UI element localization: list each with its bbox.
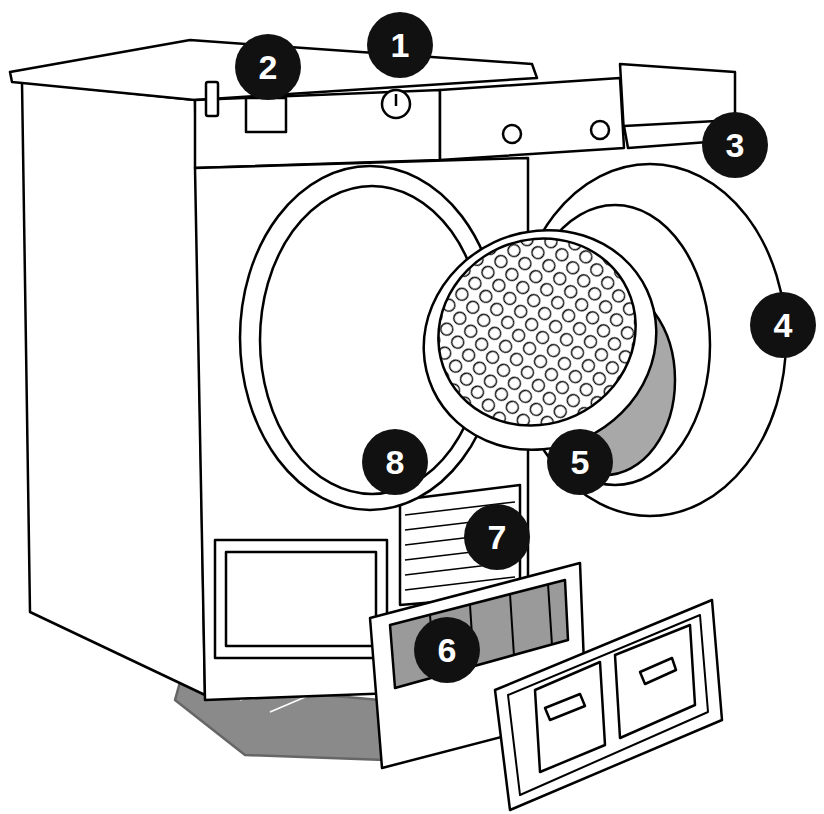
callout-circles bbox=[235, 12, 816, 683]
callout-circle bbox=[750, 292, 816, 358]
lower-vent-inner bbox=[226, 552, 376, 646]
knob-marker bbox=[395, 94, 398, 106]
tank-fitting bbox=[591, 121, 609, 139]
callout-number: 7 bbox=[488, 520, 507, 554]
lint-filter bbox=[407, 206, 666, 457]
callout-circle bbox=[464, 504, 530, 570]
dryer-body bbox=[10, 40, 786, 810]
callout-circle bbox=[362, 429, 428, 495]
callout-number: 1 bbox=[391, 28, 410, 62]
callout-circle bbox=[547, 429, 613, 495]
callout-number: 8 bbox=[386, 445, 405, 479]
program-knob bbox=[382, 90, 410, 118]
tank-panel bbox=[440, 78, 624, 160]
callout-circle bbox=[367, 12, 433, 78]
side-panel bbox=[22, 82, 205, 695]
callout-circle bbox=[235, 34, 301, 100]
callout-number: 3 bbox=[726, 128, 745, 162]
filter-frame bbox=[387, 192, 692, 488]
display bbox=[246, 98, 286, 132]
latch-handle bbox=[545, 658, 676, 720]
callout-number: 6 bbox=[438, 633, 457, 667]
tank-fitting bbox=[503, 125, 521, 143]
control-panel bbox=[195, 90, 440, 168]
cover-latch bbox=[615, 625, 695, 738]
cover-border bbox=[508, 615, 708, 795]
condenser-cover bbox=[495, 600, 722, 810]
callout-number: 5 bbox=[571, 445, 590, 479]
lower-vent bbox=[215, 540, 387, 658]
callout-number: 4 bbox=[774, 308, 793, 342]
power-button bbox=[206, 82, 218, 116]
callout-number: 2 bbox=[259, 50, 278, 84]
cover-latch bbox=[535, 662, 605, 772]
callout-circle bbox=[702, 112, 768, 178]
callout-circle bbox=[414, 617, 480, 683]
